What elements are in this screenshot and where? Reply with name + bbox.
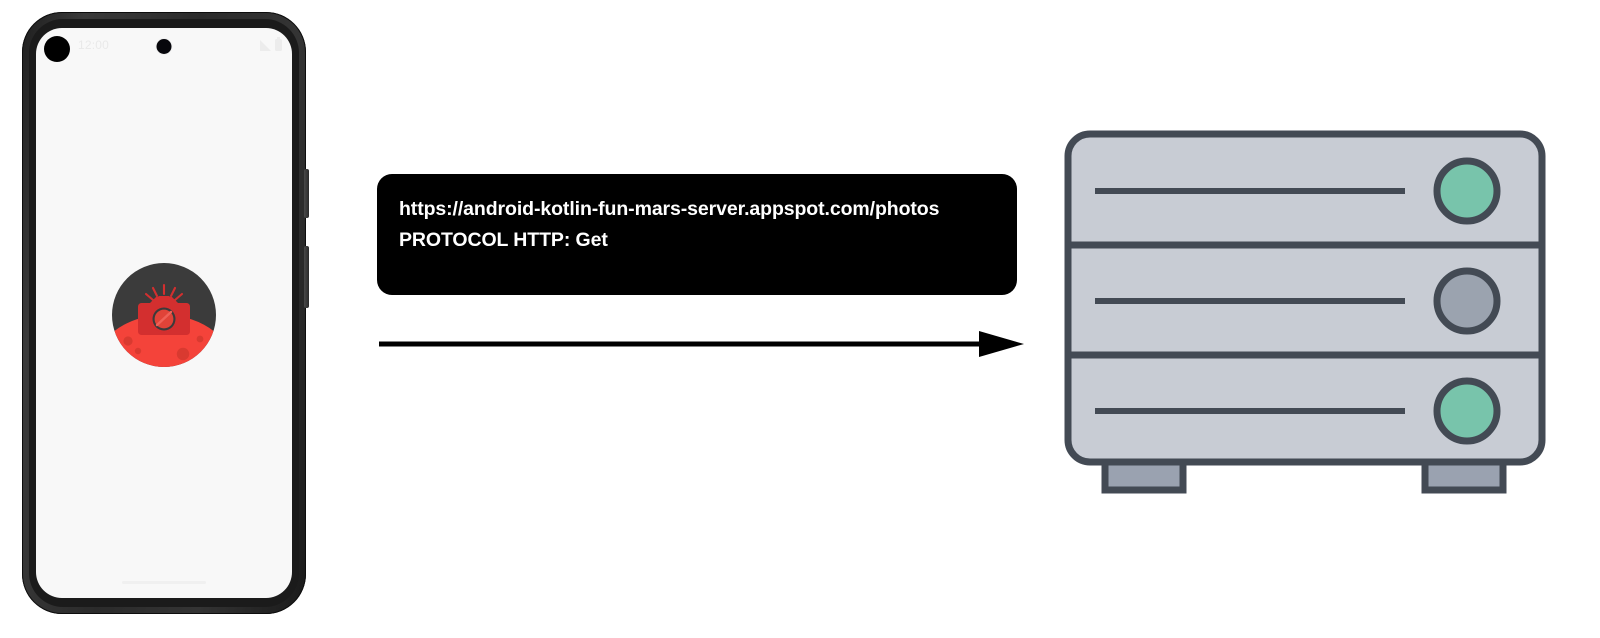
phone-screen[interactable]: 12:00 [36, 28, 292, 598]
power-button[interactable] [304, 169, 309, 218]
signal-bars-icon [260, 39, 271, 51]
request-url-line-1: https://android-kotlin-fun-mars-server.a… [399, 198, 841, 220]
status-bar-icons [260, 37, 282, 51]
mars-photos-app-icon[interactable] [112, 263, 216, 367]
server-led-3 [1433, 377, 1501, 445]
battery-icon [275, 37, 282, 51]
request-url-box: https://android-kotlin-fun-mars-server.a… [377, 174, 1017, 295]
android-phone-mockup: 12:00 [22, 12, 309, 614]
status-dot-icon [44, 36, 70, 62]
request-url-text: https://android-kotlin-fun-mars-server.a… [399, 194, 995, 225]
request-arrow [379, 324, 1024, 364]
status-bar: 12:00 [36, 28, 292, 68]
server-led-1 [1433, 157, 1501, 225]
web-server-illustration [1060, 126, 1550, 498]
server-led-2 [1433, 267, 1501, 335]
front-camera-punch-hole-icon [156, 39, 172, 54]
volume-rocker-button[interactable] [304, 246, 309, 308]
request-protocol-text: PROTOCOL HTTP: Get [399, 229, 608, 251]
status-bar-time: 12:00 [78, 38, 110, 52]
request-url-line-2: om/photos [840, 198, 940, 220]
home-gesture-indicator[interactable] [122, 581, 206, 584]
